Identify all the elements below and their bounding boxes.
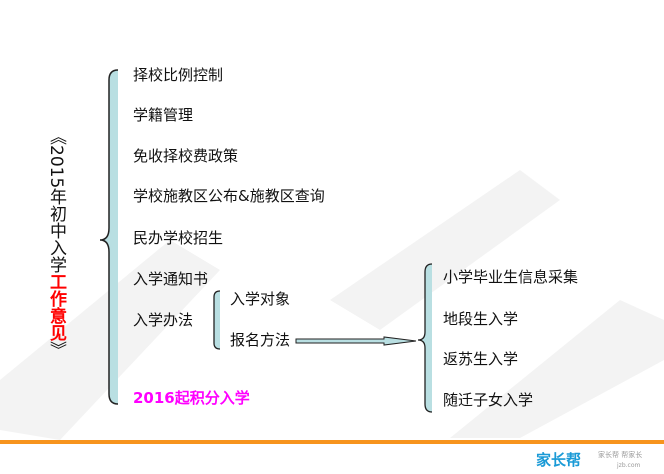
item-2: 免收择校费政策 bbox=[133, 147, 239, 165]
item-0: 择校比例控制 bbox=[133, 66, 224, 84]
slide-title: 《2015年初中入学工作意见》 bbox=[46, 128, 66, 358]
logo-slogan: 家长帮 帮家长 bbox=[598, 451, 643, 459]
right-item-3: 随迁子女入学 bbox=[443, 391, 534, 409]
item-5: 入学通知书 bbox=[133, 270, 209, 288]
main-brace-icon bbox=[99, 69, 119, 405]
right-brace-icon bbox=[417, 263, 433, 413]
logo-url: jzb.com bbox=[617, 462, 641, 469]
bg-stripe bbox=[450, 300, 664, 438]
title-black: 《2015年初中入学 bbox=[46, 128, 66, 274]
title-end: 》 bbox=[46, 341, 66, 359]
sub-brace-icon bbox=[213, 290, 221, 350]
sub-item-1: 报名方法 bbox=[230, 331, 291, 349]
arrow-icon bbox=[295, 336, 417, 346]
highlight-item: 2016起积分入学 bbox=[133, 389, 250, 407]
item-3: 学校施教区公布&施教区查询 bbox=[133, 187, 325, 205]
sub-item-0: 入学对象 bbox=[230, 290, 291, 308]
item-1: 学籍管理 bbox=[133, 106, 194, 124]
right-item-1: 地段生入学 bbox=[443, 310, 519, 328]
footer-bar bbox=[0, 440, 664, 444]
right-item-2: 返苏生入学 bbox=[443, 350, 519, 368]
title-red: 工作意见 bbox=[46, 273, 66, 342]
logo-brand: 家长帮 bbox=[536, 451, 582, 469]
bg-stripe bbox=[330, 170, 560, 330]
item-4: 民办学校招生 bbox=[133, 229, 224, 247]
item-6: 入学办法 bbox=[133, 311, 194, 329]
right-item-0: 小学毕业生信息采集 bbox=[443, 268, 579, 286]
